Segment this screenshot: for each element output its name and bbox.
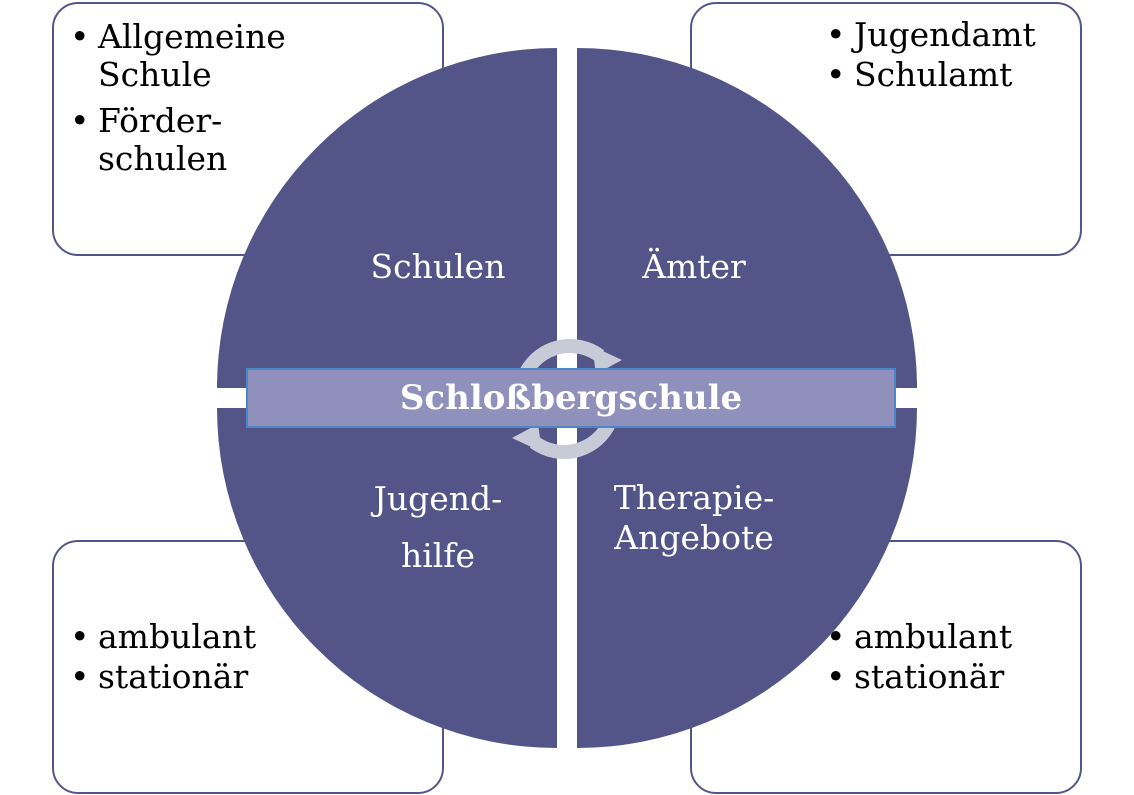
list-item-text: ambulant	[98, 617, 257, 656]
list-item-text: Schulamt	[854, 55, 1013, 94]
list-item-text: Förder- schulen	[98, 101, 228, 178]
center-banner: Schloßbergschule	[246, 368, 896, 428]
list-item-stationaer: stationär	[826, 657, 1076, 697]
therapie-list: ambulant stationär	[826, 617, 1076, 697]
quadrant-label-line: Angebote	[614, 518, 774, 557]
list-item-ambulant: ambulant	[826, 617, 1076, 657]
list-item-allgemeine-schule: Allgemeine Schule	[70, 18, 300, 94]
list-item-text: Allgemeine Schule	[98, 17, 286, 94]
list-item-jugendamt: Jugendamt	[826, 15, 1076, 55]
list-item-schulamt: Schulamt	[826, 55, 1076, 95]
list-item-foerderschulen: Förder- schulen	[70, 102, 300, 178]
list-item-text: ambulant	[854, 617, 1013, 656]
quadrant-bottom-right	[577, 408, 917, 748]
list-item-text: stationär	[854, 657, 1005, 696]
quadrant-top-right	[577, 48, 917, 388]
list-item-stationaer: stationär	[70, 657, 370, 697]
quadrant-bottom-left	[217, 408, 557, 748]
list-item-text: stationär	[98, 657, 249, 696]
schulen-list: Allgemeine Schule Förder- schulen	[70, 18, 300, 186]
quadrant-label-line: hilfe	[400, 536, 476, 575]
list-item-ambulant: ambulant	[70, 617, 370, 657]
list-item-text: Jugendamt	[854, 15, 1036, 54]
quadrant-label-line: Therapie-	[613, 478, 775, 517]
quadrant-label-jugendhilfe: Jugend- hilfe	[338, 470, 538, 584]
quadrant-top-left	[217, 48, 557, 388]
quadrant-label-schulen: Schulen	[338, 238, 538, 295]
quadrant-label-line: Schulen	[370, 247, 506, 286]
quadrant-label-therapie: Therapie- Angebote	[594, 478, 794, 558]
quadrant-label-line: Ämter	[642, 247, 746, 286]
center-label: Schloßbergschule	[399, 378, 743, 418]
aemter-list: Jugendamt Schulamt	[826, 15, 1076, 95]
jugendhilfe-list: ambulant stationär	[70, 617, 370, 697]
quadrant-label-aemter: Ämter	[594, 238, 794, 295]
quadrant-label-line: Jugend-	[373, 479, 503, 518]
